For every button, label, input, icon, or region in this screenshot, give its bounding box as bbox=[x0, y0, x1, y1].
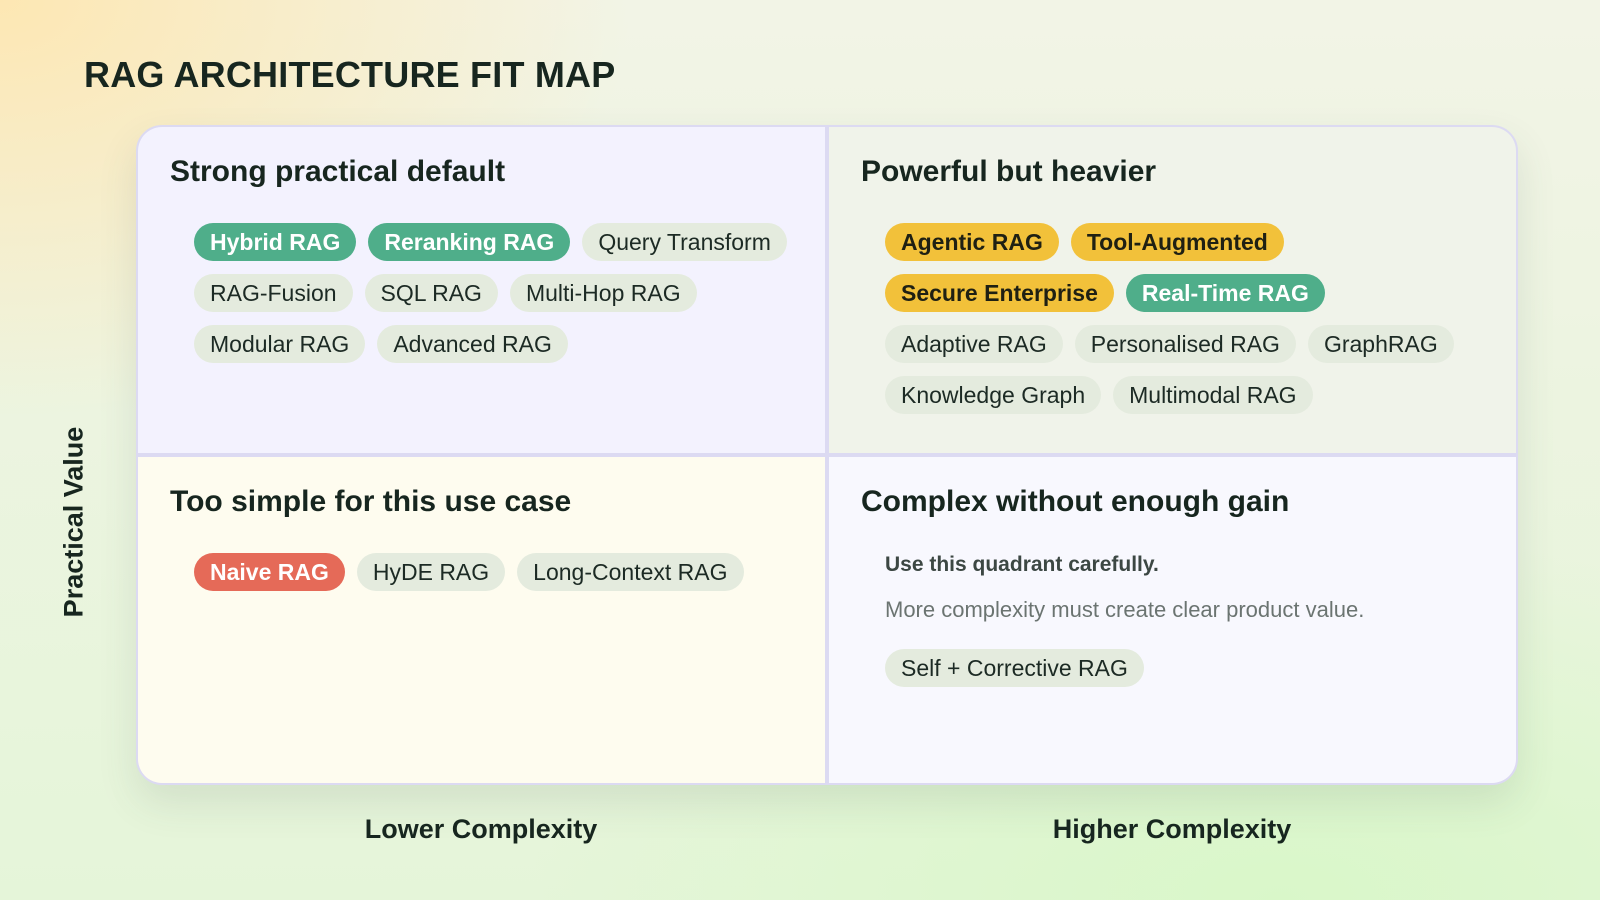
rag-chip: Knowledge Graph bbox=[885, 376, 1102, 414]
rag-chip: Real-Time RAG bbox=[1125, 274, 1325, 312]
rag-chip: HyDE RAG bbox=[356, 553, 506, 591]
rag-chip: Self + Corrective RAG bbox=[885, 649, 1144, 687]
rag-chip: Multi-Hop RAG bbox=[509, 274, 697, 312]
quadrant-title: Too simple for this use case bbox=[170, 485, 572, 518]
rag-chip: Agentic RAG bbox=[885, 223, 1059, 261]
rag-chip: Secure Enterprise bbox=[885, 274, 1114, 312]
x-axis-label-higher: Higher Complexity bbox=[1052, 814, 1292, 844]
quadrant-note-heading: Use this quadrant carefully. bbox=[885, 553, 1159, 576]
chip-list: Naive RAG HyDE RAG Long-Context RAG bbox=[194, 553, 793, 591]
y-axis-label: Practical Value bbox=[58, 426, 89, 618]
quadrant-top-right: Powerful but heavier Agentic RAG Tool-Aug… bbox=[829, 127, 1516, 453]
rag-chip: Personalised RAG bbox=[1074, 325, 1296, 363]
rag-chip: Naive RAG bbox=[194, 553, 345, 591]
rag-chip: Adaptive RAG bbox=[885, 325, 1063, 363]
fit-map-grid: Strong practical default Hybrid RAG Reran… bbox=[136, 125, 1518, 785]
quadrant-note-body: More complexity must create clear produc… bbox=[885, 597, 1365, 622]
rag-chip: GraphRAG bbox=[1307, 325, 1454, 363]
rag-chip: Hybrid RAG bbox=[194, 223, 357, 261]
page-title: RAG ARCHITECTURE FIT MAP bbox=[84, 54, 616, 95]
rag-chip: Reranking RAG bbox=[368, 223, 571, 261]
quadrant-title: Complex without enough gain bbox=[861, 485, 1290, 518]
rag-chip: Query Transform bbox=[582, 223, 787, 261]
rag-chip: Modular RAG bbox=[194, 325, 366, 363]
rag-chip: Advanced RAG bbox=[377, 325, 568, 363]
quadrant-top-left: Strong practical default Hybrid RAG Reran… bbox=[138, 127, 825, 453]
rag-chip: Long-Context RAG bbox=[517, 553, 744, 591]
rag-chip: Multimodal RAG bbox=[1113, 376, 1313, 414]
quadrant-bottom-right: Complex without enough gain Use this qua… bbox=[829, 457, 1516, 783]
rag-chip: Tool-Augmented bbox=[1070, 223, 1284, 261]
quadrant-title: Strong practical default bbox=[170, 155, 506, 188]
quadrant-bottom-left: Too simple for this use case Naive RAG Hy… bbox=[138, 457, 825, 783]
chip-list: Self + Corrective RAG bbox=[885, 649, 1484, 687]
x-axis-label-lower: Lower Complexity bbox=[364, 814, 598, 844]
quadrant-title: Powerful but heavier bbox=[861, 155, 1157, 188]
rag-chip: RAG-Fusion bbox=[194, 274, 353, 312]
rag-chip: SQL RAG bbox=[364, 274, 498, 312]
